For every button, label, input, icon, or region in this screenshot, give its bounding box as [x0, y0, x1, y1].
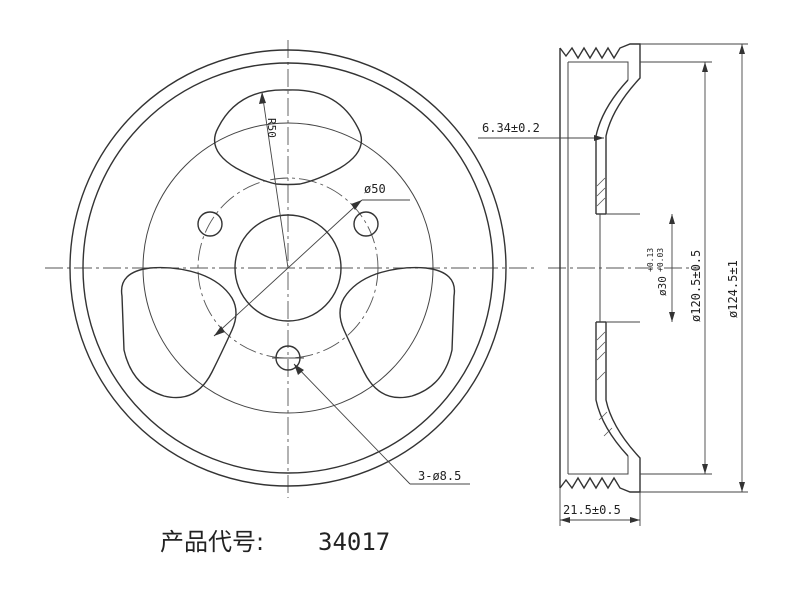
outer-rim: [69, 49, 507, 487]
section-hatch: [596, 177, 613, 437]
holes-arrow: [294, 364, 304, 375]
width-arrow-left: [560, 517, 570, 523]
bottom-groove-base: [568, 456, 629, 475]
web-inner-profile: [595, 79, 629, 214]
outer-dia-label: ø124.5±1: [726, 260, 740, 318]
d50-label: ø50: [364, 182, 386, 196]
bore-label: ø30: [656, 276, 669, 296]
top-grooves: [559, 43, 641, 62]
center-bore: [234, 214, 342, 322]
inner-dia-arrow-top: [702, 62, 708, 72]
cutout-top: [213, 89, 363, 186]
r50-arrow: [259, 92, 266, 104]
cutout-left: [120, 266, 237, 399]
bolt-hole-right: [353, 211, 379, 237]
d50-leader: [213, 199, 363, 337]
inner-dia-arrow-bottom: [702, 464, 708, 474]
outer-dia-arrow-bottom: [739, 482, 745, 492]
inner-rim: [82, 62, 494, 474]
d50-arrow-bottom: [214, 326, 225, 336]
web-inner-profile-bottom: [595, 322, 629, 457]
bore-tol-lower: +0.03: [656, 248, 665, 272]
offset-label: 6.34±0.2: [482, 121, 540, 135]
width-arrow-right: [630, 517, 640, 523]
bore-arrow-bottom: [669, 312, 675, 322]
r50-leader: [261, 91, 289, 269]
web-outer-profile: [605, 62, 641, 214]
holes-label: 3-ø8.5: [418, 469, 461, 483]
cutout-right: [339, 266, 456, 399]
offset-arrow: [594, 135, 604, 141]
side-view: 6.34±0.2 ø30 +0.13 +0.03 ø120.5±0.5 ø124…: [478, 43, 748, 526]
d50-arrow-top: [351, 200, 362, 210]
inner-dia-label: ø120.5±0.5: [689, 250, 703, 322]
hub-outer-circle: [142, 122, 434, 414]
bolt-circle: [197, 177, 379, 359]
bore-arrow-top: [669, 214, 675, 224]
holes-leader: [293, 363, 411, 485]
bottom-grooves: [559, 474, 641, 493]
caption-label: 产品代号:: [160, 528, 264, 556]
front-view: R50 ø50 3-ø8.5: [45, 40, 535, 498]
r50-label: R50: [265, 118, 278, 138]
outer-dia-arrow-top: [739, 44, 745, 54]
bore-tol-upper: +0.13: [646, 248, 655, 272]
caption-code: 34017: [318, 528, 390, 556]
bolt-hole-left: [197, 211, 223, 237]
top-groove-base: [568, 61, 629, 80]
width-label: 21.5±0.5: [563, 503, 621, 517]
web-outer-profile-bottom: [605, 322, 641, 474]
